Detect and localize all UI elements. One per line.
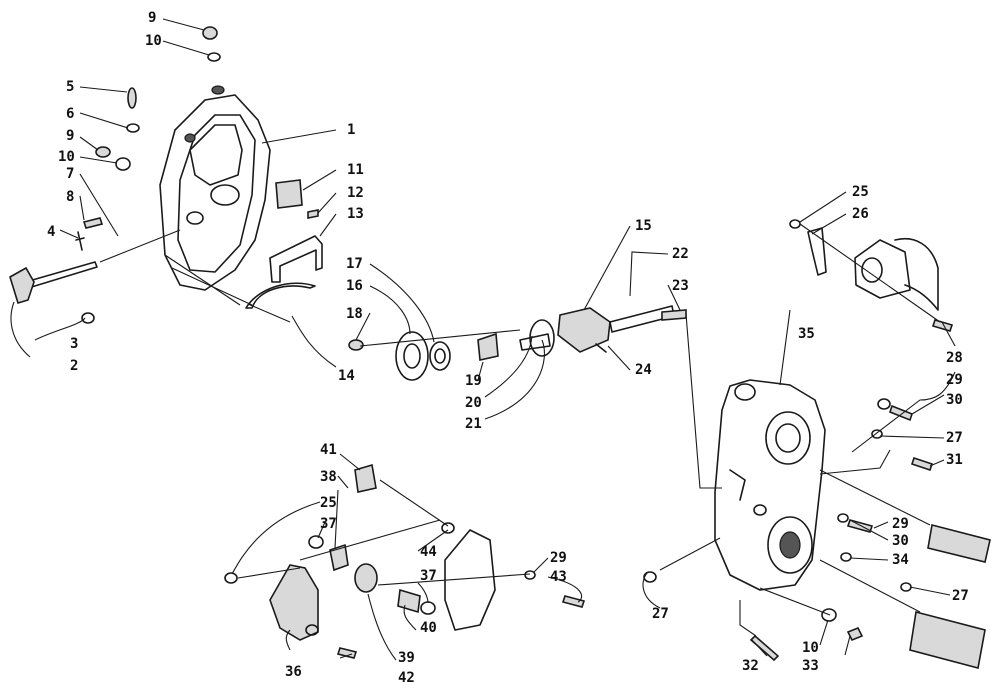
callout-33: 33 [802, 658, 819, 674]
callout-11: 11 [347, 162, 364, 178]
callout-2: 2 [70, 358, 78, 374]
callout-30-mid: 30 [892, 533, 909, 549]
callout-18: 18 [346, 306, 363, 322]
leader-lines [10, 18, 956, 661]
callout-16: 16 [346, 278, 363, 294]
callout-24: 24 [635, 362, 652, 378]
callout-43: 43 [550, 569, 567, 585]
callout-39: 39 [398, 650, 415, 666]
callout-3: 3 [70, 336, 78, 352]
callout-35: 35 [798, 326, 815, 342]
callout-27-left: 27 [652, 606, 669, 622]
callout-6: 6 [66, 106, 74, 122]
callout-10-top: 10 [145, 33, 162, 49]
callout-32: 32 [742, 658, 759, 674]
seal-loop [245, 282, 316, 309]
gasket-plate [275, 179, 303, 209]
callout-10-bottom: 10 [802, 640, 819, 656]
callout-20: 20 [465, 395, 482, 411]
callout-10-left: 10 [58, 149, 75, 165]
callout-34: 34 [892, 552, 909, 568]
callout-41: 41 [320, 442, 337, 458]
callout-28: 28 [946, 350, 963, 366]
callout-15: 15 [635, 218, 652, 234]
callout-22: 22 [672, 246, 689, 262]
shift-lever [9, 261, 98, 304]
chain-tensioner-bracket [269, 235, 323, 283]
callout-36: 36 [285, 664, 302, 680]
gear-case [714, 379, 826, 591]
callout-26: 26 [852, 206, 869, 222]
output-shafts [909, 524, 991, 669]
callout-29-bottom: 29 [550, 550, 567, 566]
callout-25-left: 25 [320, 495, 337, 511]
callout-44: 44 [420, 544, 437, 560]
callout-17: 17 [346, 256, 363, 272]
shift-mechanism [348, 305, 687, 381]
callout-5: 5 [66, 79, 74, 95]
callout-25-right: 25 [852, 184, 869, 200]
callout-40: 40 [420, 620, 437, 636]
callout-29-top: 29 [946, 372, 963, 388]
callout-4: 4 [47, 224, 55, 240]
callout-23: 23 [672, 278, 689, 294]
callout-13: 13 [347, 206, 364, 222]
callout-14: 14 [338, 368, 355, 384]
shift-arm-assembly [224, 463, 586, 659]
callout-38: 38 [320, 469, 337, 485]
callout-9-top: 9 [148, 10, 156, 26]
callout-37-left: 37 [320, 516, 337, 532]
callout-27-top: 27 [946, 430, 963, 446]
chaincase-cover [159, 85, 271, 291]
callout-27-right: 27 [952, 588, 969, 604]
small-hardware-left [75, 26, 319, 324]
callout-31: 31 [946, 452, 963, 468]
callout-9-left: 9 [66, 128, 74, 144]
callout-19: 19 [465, 373, 482, 389]
callout-37-right: 37 [420, 568, 437, 584]
callout-30-top: 30 [946, 392, 963, 408]
callout-12: 12 [347, 185, 364, 201]
callout-7: 7 [66, 166, 74, 182]
callout-21: 21 [465, 416, 482, 432]
callout-8: 8 [66, 189, 74, 205]
callout-numbers: 9 10 5 6 9 10 7 8 4 3 2 1 11 12 13 14 17… [47, 10, 969, 686]
callout-29-mid: 29 [892, 516, 909, 532]
callout-1: 1 [347, 122, 355, 138]
callout-42: 42 [398, 670, 415, 686]
brake-bracket [807, 227, 939, 311]
small-hardware-right [643, 219, 954, 662]
